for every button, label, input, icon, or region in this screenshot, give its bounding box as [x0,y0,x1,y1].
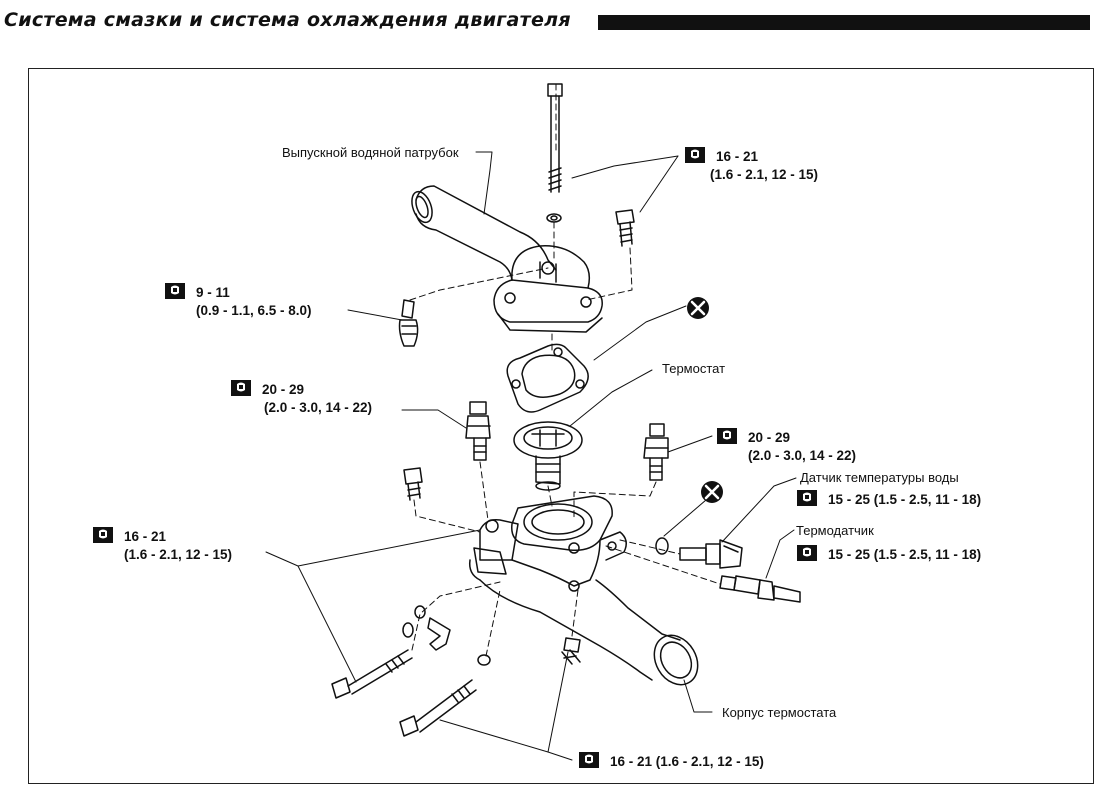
header-rule [598,15,1090,30]
label-thermostat: Термостат [662,361,726,376]
label-water-temp-sensor: Датчик температуры воды [800,470,959,485]
torque-spec-outlet-bolts: 16 - 21 (1.6 - 2.1, 12 - 15) [684,146,818,184]
thermostat-housing [468,495,699,686]
torque-value: 20 - 29 [262,382,305,397]
housing-bolt-small [403,467,423,501]
torque-wrench-icon [579,752,599,768]
torque-wrench-icon [797,490,817,506]
torque-spec-air-bleeder: 9 - 11 (0.9 - 1.1, 6.5 - 8.0) [164,282,312,320]
torque-spec-housing-bolts-left: 16 - 21 (1.6 - 2.1, 12 - 15) [92,526,232,564]
bracket [427,617,451,651]
torque-value-alt: (2.0 - 3.0, 14 - 22) [748,448,857,463]
do-not-reuse-icon [701,481,723,503]
torque-wrench-icon [165,283,185,299]
page-header: Система смазки и система охлаждения двиг… [0,0,1108,50]
torque-wrench-icon [797,545,817,561]
housing-plug-right [643,423,669,481]
label-thermostat-housing: Корпус термостата [722,705,837,720]
washer-1 [402,622,414,638]
torque-wrench-icon [717,428,737,444]
leader-lines [265,151,797,761]
torque-value-alt: (0.9 - 1.1, 6.5 - 8.0) [196,303,312,318]
torque-value: 15 - 25 (1.5 - 2.5, 11 - 18) [828,492,982,507]
torque-spec-water-temp-sensor: 15 - 25 (1.5 - 2.5, 11 - 18) [796,489,981,509]
torque-value: 16 - 21 [716,149,759,164]
water-outlet-part [411,185,603,333]
torque-value: 16 - 21 [124,529,167,544]
thermo-sensor-part [719,575,801,603]
torque-spec-plug-left: 20 - 29 (2.0 - 3.0, 14 - 22) [230,379,372,417]
housing-bolt-bottom [561,637,581,665]
torque-spec-plug-right: 20 - 29 (2.0 - 3.0, 14 - 22) [716,427,856,465]
torque-value: 20 - 29 [748,430,791,445]
outlet-bolt-right [615,209,635,247]
torque-value-alt: (2.0 - 3.0, 14 - 22) [264,400,373,415]
long-bolt-top [546,83,563,223]
torque-value: 9 - 11 [196,285,230,300]
label-water-outlet: Выпускной водяной патрубок [282,145,459,160]
torque-wrench-icon [685,147,705,163]
thermostat-part [513,421,583,491]
torque-spec-housing-bolts-bottom: 16 - 21 (1.6 - 2.1, 12 - 15) [578,751,764,771]
torque-wrench-icon [231,380,251,396]
page-title: Система смазки и система охлаждения двиг… [4,9,571,31]
assembly-lines [409,83,721,657]
washer-2 [414,605,426,619]
washer-3 [477,654,491,666]
torque-wrench-icon [93,527,113,543]
sensor-washer [655,537,669,555]
air-bleeder [398,299,419,347]
do-not-reuse-icon [687,297,709,319]
water-temp-sensor-part [679,539,743,569]
long-bolt-bottom [399,679,477,737]
torque-value: 15 - 25 (1.5 - 2.5, 11 - 18) [828,547,982,562]
torque-value: 16 - 21 (1.6 - 2.1, 12 - 15) [610,754,764,769]
diagram-frame [28,68,1094,784]
torque-value-alt: (1.6 - 2.1, 12 - 15) [710,167,819,182]
torque-value-alt: (1.6 - 2.1, 12 - 15) [124,547,233,562]
housing-plug-left [465,401,491,461]
outlet-gasket [506,343,589,413]
torque-spec-thermo-sensor: 15 - 25 (1.5 - 2.5, 11 - 18) [796,544,981,564]
label-thermo-sensor: Термодатчик [796,523,874,538]
long-bolt-left [331,649,413,699]
